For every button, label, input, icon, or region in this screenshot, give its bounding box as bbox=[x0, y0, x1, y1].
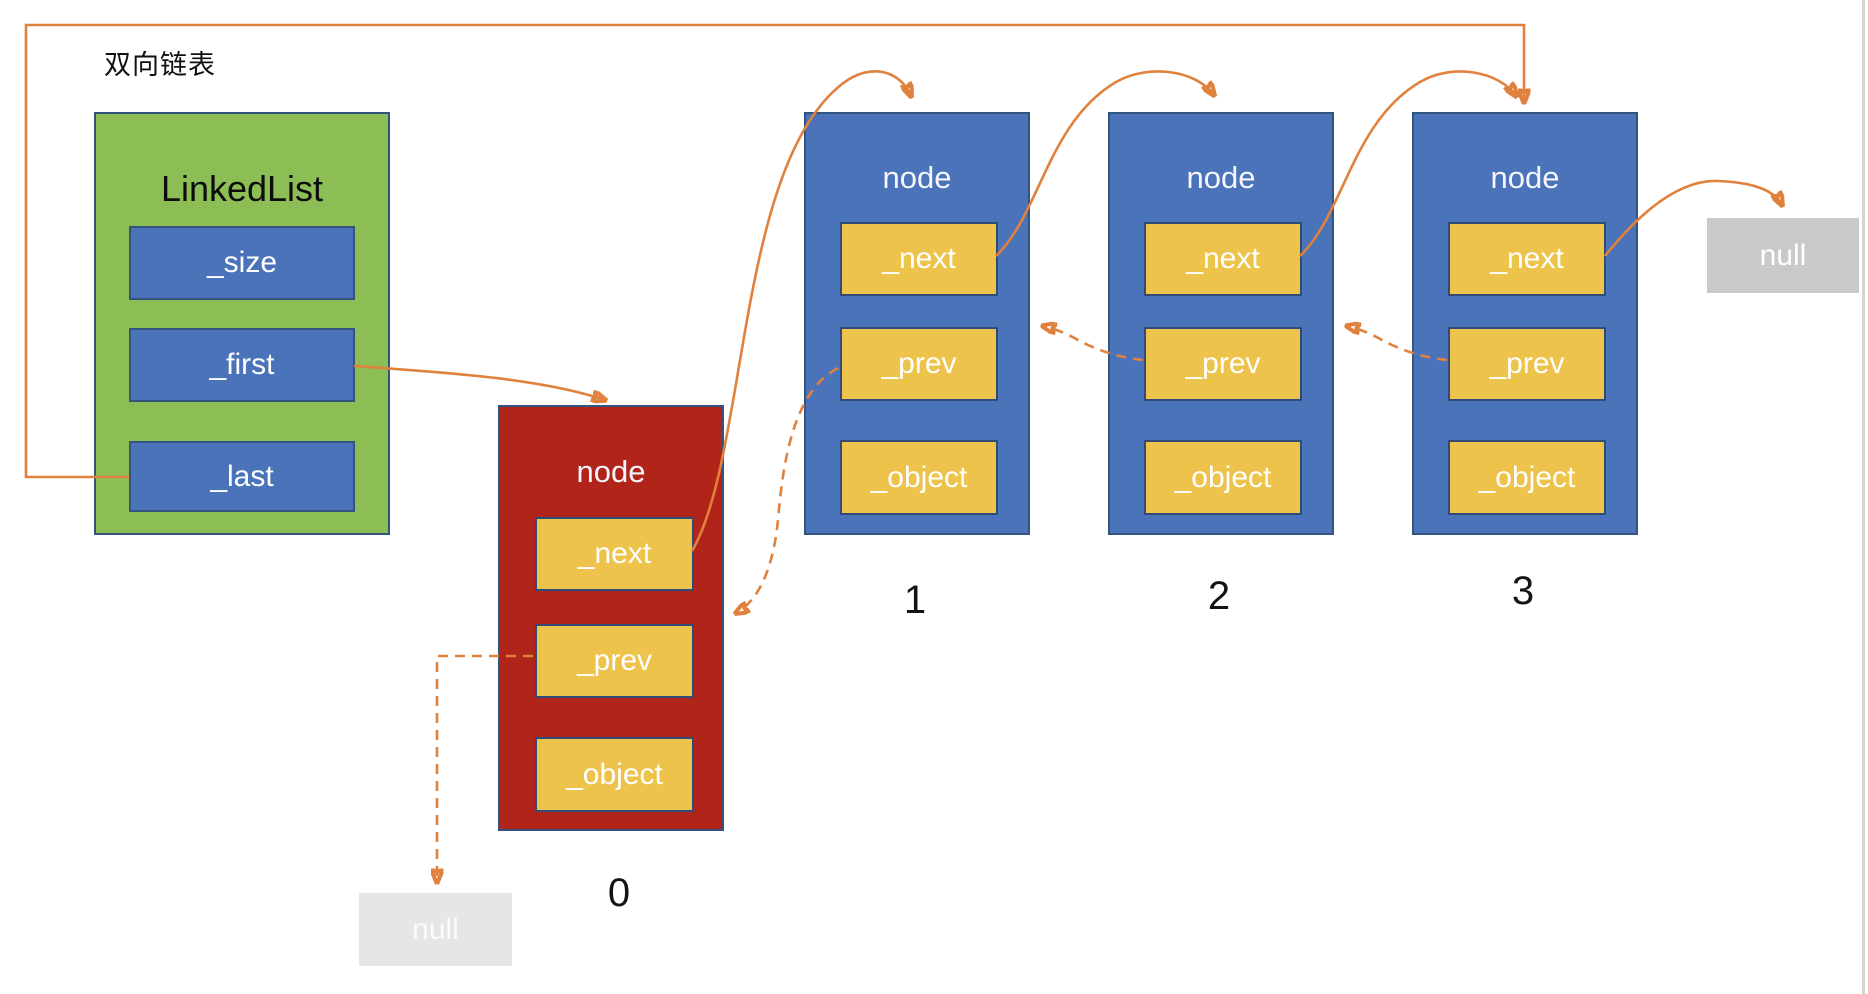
linkedlist-field-size: _size bbox=[129, 226, 355, 300]
node-2-title: node bbox=[1186, 160, 1256, 195]
node-3-field-object: _object bbox=[1448, 440, 1606, 515]
linkedlist-title: LinkedList bbox=[160, 168, 324, 209]
node-1-box: node _next _prev _object bbox=[804, 112, 1030, 535]
node-0-title: node bbox=[576, 454, 646, 489]
node-1-index: 1 bbox=[903, 577, 927, 622]
node-3-field-next: _next bbox=[1448, 222, 1606, 296]
node-2-index: 2 bbox=[1207, 573, 1231, 618]
null-box-after-last: null bbox=[1707, 218, 1859, 293]
node-1-title: node bbox=[882, 160, 952, 195]
node-3-index: 3 bbox=[1511, 568, 1535, 613]
node-0-index: 0 bbox=[607, 870, 631, 915]
node-0-field-next: _next bbox=[535, 517, 694, 591]
node-3-title: node bbox=[1490, 160, 1560, 195]
node-1-field-next: _next bbox=[840, 222, 998, 296]
diagram-title: 双向链表 bbox=[104, 49, 216, 80]
node-1-field-object: _object bbox=[840, 440, 998, 515]
node-2-box: node _next _prev _object bbox=[1108, 112, 1334, 535]
linkedlist-field-last: _last bbox=[129, 441, 355, 512]
arrow-first-to-node0 bbox=[353, 364, 605, 400]
linkedlist-box: LinkedList _size _first _last bbox=[94, 112, 390, 535]
node-2-field-prev: _prev bbox=[1144, 327, 1302, 401]
node-3-field-prev: _prev bbox=[1448, 327, 1606, 401]
node-2-field-object: _object bbox=[1144, 440, 1302, 515]
node-0-field-object: _object bbox=[535, 737, 694, 812]
node-0-box: node _next _prev _object bbox=[498, 405, 724, 831]
node-3-box: node _next _prev _object bbox=[1412, 112, 1638, 535]
null-box-before-first: null bbox=[359, 893, 512, 966]
node-2-field-next: _next bbox=[1144, 222, 1302, 296]
linkedlist-field-first: _first bbox=[129, 328, 355, 402]
node-1-field-prev: _prev bbox=[840, 327, 998, 401]
node-0-field-prev: _prev bbox=[535, 624, 694, 698]
page-edge-line bbox=[1862, 0, 1865, 994]
